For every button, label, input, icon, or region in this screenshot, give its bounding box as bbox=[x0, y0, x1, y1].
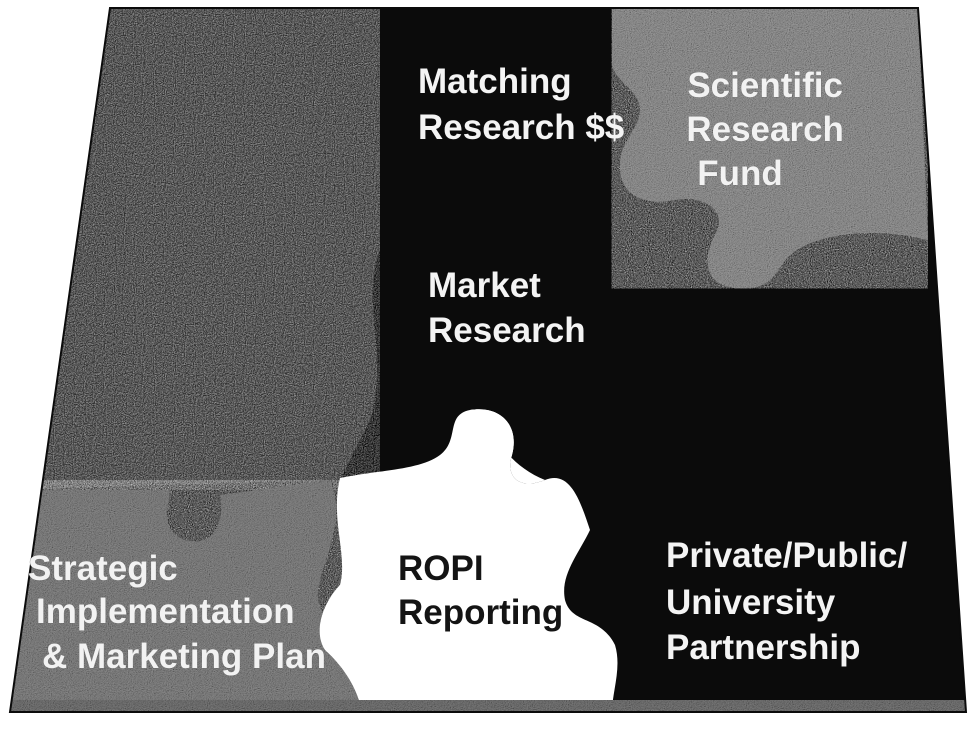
piece-ropi-reporting bbox=[319, 409, 618, 712]
scientific-research-line-3: Fund bbox=[697, 154, 783, 193]
piece-scientific-research-fund bbox=[611, 8, 928, 289]
partnership-line-1: Private/Public/ bbox=[666, 536, 907, 575]
ropi-dark-tab bbox=[470, 409, 545, 484]
market-research-line-2: Research bbox=[428, 311, 586, 350]
market-research-line-1: Market bbox=[428, 266, 541, 305]
board-outline bbox=[8, 7, 968, 713]
label-market-research: Market Research bbox=[428, 266, 586, 350]
label-scientific-research-fund: Scientific Research Fund bbox=[686, 66, 853, 193]
strategic-plan-line-1: Strategic bbox=[28, 549, 178, 588]
partnership-line-3: Partnership bbox=[666, 628, 861, 667]
strategic-plan-line-3: & Marketing Plan bbox=[42, 637, 326, 676]
label-strategic-plan: Strategic Implementation & Marketing Pla… bbox=[28, 549, 326, 676]
label-matching-research: Matching Research $$ bbox=[418, 62, 624, 147]
scientific-research-line-2: Research bbox=[686, 110, 844, 149]
matching-research-line-1: Matching bbox=[418, 62, 572, 101]
ropi-line-1: ROPI bbox=[398, 549, 484, 588]
scientific-research-line-1: Scientific bbox=[687, 66, 843, 105]
ropi-line-2: Reporting bbox=[398, 593, 563, 632]
board-bottom-edge bbox=[10, 700, 966, 712]
label-ropi-reporting: ROPI Reporting bbox=[398, 549, 563, 632]
label-partnership: Private/Public/ University Partnership bbox=[666, 536, 917, 667]
strategic-plan-line-2: Implementation bbox=[36, 592, 295, 631]
piece-strategic-plan bbox=[10, 480, 360, 712]
matching-research-line-2: Research $$ bbox=[418, 108, 624, 147]
piece-left-column bbox=[10, 8, 380, 490]
partnership-line-2: University bbox=[666, 583, 836, 622]
